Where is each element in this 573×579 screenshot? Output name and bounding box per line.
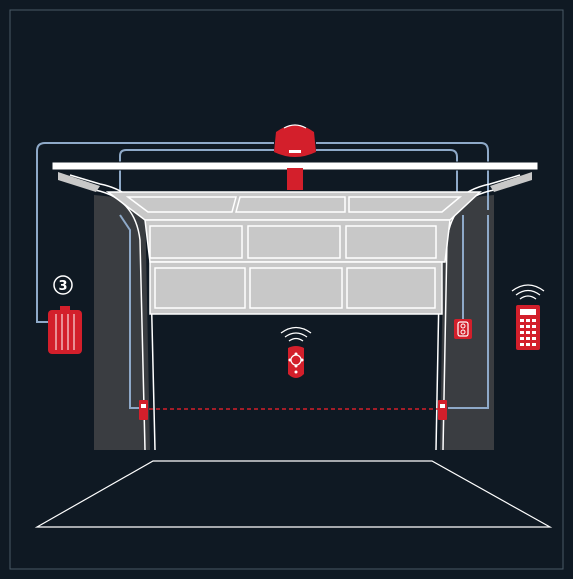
right-photo-eye-cable bbox=[448, 215, 489, 409]
step-marker-badge: 3 bbox=[53, 275, 73, 295]
garage-door-opener-icon bbox=[274, 124, 316, 190]
remote-control-icon bbox=[280, 326, 312, 378]
door-panel-grid bbox=[125, 196, 463, 309]
right-cable-top bbox=[316, 149, 458, 200]
left-track-cap bbox=[58, 172, 100, 192]
left-photo-eye-cable bbox=[119, 214, 140, 409]
step-marker-label: 3 bbox=[58, 279, 67, 294]
left-cable-top bbox=[119, 149, 274, 200]
battery-pack-body bbox=[48, 310, 82, 354]
door-section-3 bbox=[149, 261, 443, 315]
right-cable-outer bbox=[316, 142, 489, 210]
opener-motor-body bbox=[274, 125, 316, 157]
door-section-2 bbox=[144, 219, 451, 263]
photo-eye-left-icon bbox=[139, 400, 148, 420]
remote-signal-icon bbox=[280, 326, 312, 342]
wireless-keypad-icon bbox=[511, 284, 545, 350]
door-opening bbox=[150, 310, 440, 450]
photo-eye-right-icon bbox=[438, 400, 447, 420]
battery-pack-icon bbox=[48, 306, 82, 354]
wall-switch-icon bbox=[454, 319, 472, 339]
garage-door bbox=[105, 191, 482, 315]
opener-rail-arm bbox=[287, 168, 303, 190]
left-wall bbox=[94, 195, 150, 450]
outer-frame bbox=[9, 9, 564, 570]
garage-floor-outline bbox=[34, 460, 553, 528]
wiring bbox=[36, 142, 489, 409]
door-section-1 bbox=[105, 191, 482, 221]
right-track-cap bbox=[490, 172, 532, 192]
step-marker-circle bbox=[53, 275, 73, 295]
remote-body bbox=[288, 346, 304, 378]
keypad-signal-icon bbox=[511, 284, 545, 300]
battery-cable bbox=[36, 142, 274, 323]
